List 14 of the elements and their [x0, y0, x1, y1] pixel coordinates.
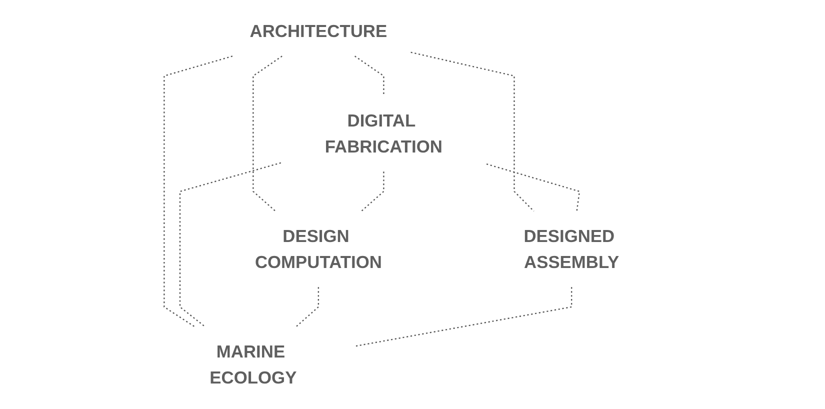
connector — [354, 56, 384, 96]
connector — [296, 287, 320, 328]
node-text: DIGITAL FABRICATION — [325, 110, 443, 157]
connector — [164, 56, 233, 328]
connector — [356, 287, 572, 347]
connector — [252, 56, 283, 212]
connector — [361, 172, 384, 212]
node-text: ARCHITECTURE — [250, 21, 388, 42]
node-text: DESIGNED ASSEMBLY — [524, 226, 620, 272]
node-text: MARINE ECOLOGY — [210, 342, 297, 388]
node-text: DESIGN COMPUTATION — [255, 226, 382, 272]
connector — [410, 52, 534, 212]
connector — [180, 162, 282, 328]
connector — [486, 163, 580, 212]
